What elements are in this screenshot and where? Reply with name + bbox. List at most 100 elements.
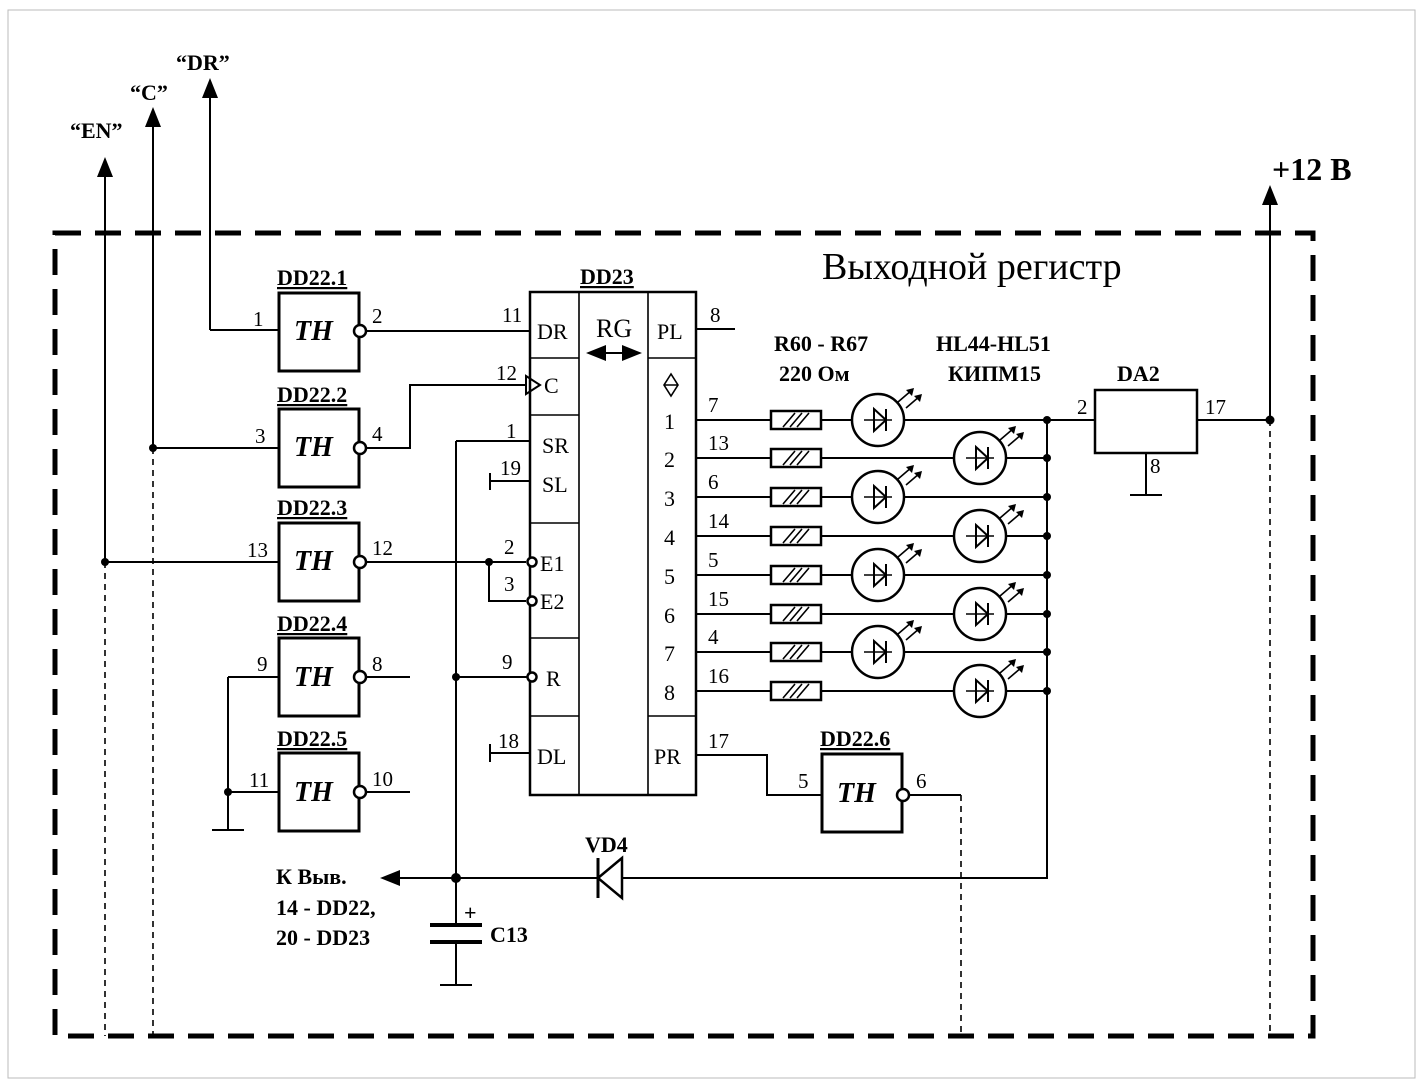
gate-dd22-4-pin-in: 9 (257, 652, 268, 676)
pin-e2-label: E2 (540, 589, 564, 614)
output-label-7: 7 (664, 641, 675, 666)
pin-r-num: 9 (502, 650, 513, 674)
gate-dd22-1: DD22.1 TH 1 2 (210, 265, 530, 373)
gate-dd22-2: DD22.2 TH 3 4 (149, 382, 526, 489)
gate-dd22-6: DD22.6 TH 5 6 (798, 726, 962, 1036)
signal-c-label: “C” (130, 80, 168, 105)
output-pin-num-6: 15 (708, 587, 729, 611)
output-channel-1: 17 (664, 388, 1051, 448)
output-channel-7: 74 (664, 620, 1051, 680)
output-pin-num-5: 5 (708, 548, 719, 572)
pin-sl-num: 19 (500, 456, 521, 480)
capacitor-label: C13 (490, 922, 528, 947)
capacitor-c13: + C13 (430, 878, 528, 986)
regulator-out-pin: 17 (1205, 395, 1226, 419)
gate-dd22-2-pin-in: 3 (255, 424, 266, 448)
pin-e1-label: E1 (540, 551, 564, 576)
page-border (7, 9, 1416, 1079)
module-title: Выходной регистр (822, 246, 1122, 288)
pin-dl-num: 18 (498, 729, 519, 753)
output-channel-2: 213 (664, 426, 1051, 486)
led-group-label: HL44-HL51 (936, 331, 1051, 356)
power-note-line1: К Выв. (276, 864, 347, 889)
output-label-4: 4 (664, 525, 675, 550)
gate-dd22-2-pin-out: 4 (372, 422, 383, 446)
led-7 (850, 620, 922, 680)
register-dd23: DD23 RG DR 11 C 12 SR 1 SL 19 E1 2 E2 3 … (452, 264, 822, 797)
led-6 (952, 582, 1024, 642)
module-frame (52, 230, 1316, 1039)
supply-12v: +12 В (1262, 151, 1352, 1036)
output-channel-8: 8 16 (664, 659, 1051, 719)
led-8 (952, 659, 1024, 719)
gate-dd22-2-label: DD22.2 (277, 382, 347, 407)
output-label-2: 2 (664, 447, 675, 472)
pin-pl-num: 8 (710, 303, 721, 327)
signal-dr-label: “DR” (176, 50, 230, 75)
pin-dl-label: DL (537, 744, 566, 769)
gate-dd22-3-pin-in: 13 (247, 538, 268, 562)
pin-r-label: R (546, 666, 561, 691)
resistor-group-value: 220 Ом (779, 361, 850, 386)
pin-e1-num: 2 (504, 535, 515, 559)
power-note-line2: 14 - DD22, (276, 895, 376, 920)
regulator-da2: DA2 2 17 8 (1047, 361, 1275, 496)
gate-dd22-4-type: TH (294, 662, 334, 693)
gate-dd22-4-pin-out: 8 (372, 652, 383, 676)
gate-dd22-6-pin-in: 5 (798, 769, 809, 793)
register-center-label: RG (596, 314, 632, 343)
output-pin-num-7: 4 (708, 625, 719, 649)
gate-dd22-2-type: TH (294, 432, 334, 463)
register-dd23-label: DD23 (580, 264, 634, 289)
gate-dd22-5-pin-in: 11 (249, 768, 269, 792)
gate-dd22-1-type: TH (294, 316, 334, 347)
gate-dd22-3: DD22.3 TH 13 12 (101, 495, 526, 603)
output-channel-3: 36 (664, 465, 1051, 525)
led-group-type: КИПМ15 (948, 361, 1041, 386)
output-pin-num-4: 14 (708, 509, 730, 533)
power-note: К Выв. 14 - DD22, 20 - DD23 (276, 864, 376, 950)
pin-pr-num: 17 (708, 729, 729, 753)
led-4 (952, 504, 1024, 564)
output-label-6: 6 (664, 603, 675, 628)
gate-dd22-5: DD22.5 TH 11 10 (228, 726, 410, 833)
led-1 (850, 388, 922, 448)
gate-dd22-1-pin-out: 2 (372, 304, 383, 328)
capacitor-polarity: + (464, 900, 477, 925)
pin-c-label: C (544, 373, 559, 398)
pin-dr-num: 11 (502, 303, 522, 327)
output-channel-4: 4 14 (664, 504, 1051, 564)
resistor-group-label: R60 - R67 (774, 331, 868, 356)
pin-sr-num: 1 (506, 419, 517, 443)
output-pin-num-3: 6 (708, 470, 719, 494)
gate-dd22-4-label: DD22.4 (277, 611, 347, 636)
output-label-1: 1 (664, 409, 675, 434)
output-channel-6: 6 15 (664, 582, 1051, 642)
signal-en: “EN” (70, 118, 123, 1036)
gate-dd22-3-label: DD22.3 (277, 495, 347, 520)
output-label-3: 3 (664, 486, 675, 511)
output-pin-num-8: 16 (708, 664, 729, 688)
pin-sl-label: SL (542, 472, 568, 497)
pin-e2-num: 3 (504, 572, 515, 596)
gate-dd22-1-pin-in: 1 (253, 307, 264, 331)
signal-dr: “DR” (176, 50, 230, 330)
pin-pr-label: PR (654, 744, 681, 769)
pin-pl-label: PL (657, 319, 683, 344)
output-pin-num-1: 7 (708, 393, 719, 417)
output-label-8: 8 (664, 680, 675, 705)
signal-en-label: “EN” (70, 118, 123, 143)
gate-dd22-5-label: DD22.5 (277, 726, 347, 751)
regulator-gnd-pin: 8 (1150, 454, 1161, 478)
pin-sr-label: SR (542, 433, 569, 458)
pin-c-num: 12 (496, 361, 517, 385)
gate-dd22-3-type: TH (294, 546, 334, 577)
signal-c: “C” (130, 80, 168, 1036)
gate-dd22-6-type: TH (837, 778, 877, 809)
led-2 (952, 426, 1024, 486)
gate-dd22-3-pin-out: 12 (372, 536, 393, 560)
output-channel-5: 55 (664, 543, 1051, 603)
led-5 (850, 543, 922, 603)
